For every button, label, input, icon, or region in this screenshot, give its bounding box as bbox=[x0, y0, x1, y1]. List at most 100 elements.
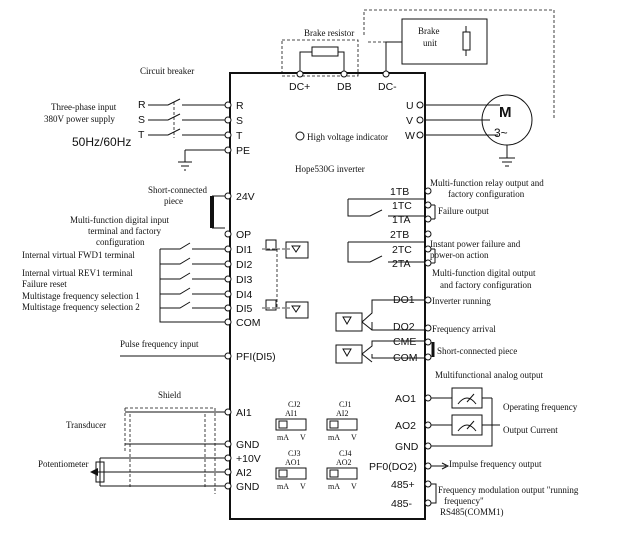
failure-reset-label: Failure reset bbox=[22, 279, 67, 289]
terminal-gnd-1: GND bbox=[236, 439, 260, 451]
three-phase-label-1: Three-phase input bbox=[51, 102, 117, 112]
motor-phase: 3~ bbox=[494, 126, 508, 140]
high-voltage-icon bbox=[295, 131, 305, 141]
terminal-cme: CME bbox=[393, 336, 416, 348]
jumper-cj1 bbox=[326, 418, 358, 431]
circuit-breaker-label: Circuit breaker bbox=[140, 66, 194, 76]
relay-2 bbox=[347, 241, 425, 263]
terminal-v: V bbox=[406, 115, 413, 127]
terminal-gnd-right: GND bbox=[395, 441, 419, 453]
jumper-cj2 bbox=[275, 418, 307, 431]
short-connected-right-label: Short-connected piece bbox=[437, 346, 517, 356]
terminal-dc-plus: DC+ bbox=[289, 81, 310, 93]
terminal-w: W bbox=[405, 130, 415, 142]
msf2-label: Multistage frequency selection 2 bbox=[22, 302, 140, 312]
digital-out-label-1: Multi-function digital output bbox=[432, 268, 536, 278]
three-phase-label-2: 380V power supply bbox=[44, 114, 115, 124]
hv-indicator-label: High voltage indicator bbox=[307, 132, 388, 142]
pulse-input-label: Pulse frequency input bbox=[120, 339, 199, 349]
brake-unit-label-2: unit bbox=[423, 38, 438, 48]
motor-m: M bbox=[499, 104, 512, 121]
inverter-name: Hope530G inverter bbox=[295, 164, 365, 174]
brake-unit-label-1: Brake bbox=[418, 26, 440, 36]
terminal-u: U bbox=[406, 100, 414, 112]
potentiometer-arrow-icon bbox=[90, 468, 98, 476]
instant-label-1: Instant power failure and bbox=[430, 239, 521, 249]
potentiometer-symbol bbox=[95, 461, 105, 483]
terminal-r: R bbox=[236, 100, 244, 112]
terminal-10v: +10V bbox=[236, 453, 261, 465]
cj3-label: CJ3 bbox=[288, 449, 300, 458]
optocoupler-do2 bbox=[335, 344, 363, 364]
terminal-di1: DI1 bbox=[236, 244, 253, 256]
fwd1-label: Internal virtual FWD1 terminal bbox=[22, 250, 135, 260]
terminal-485-plus: 485+ bbox=[391, 479, 415, 491]
cj2-label: CJ2 bbox=[288, 400, 300, 409]
terminal-pf0: PF0(DO2) bbox=[369, 461, 417, 473]
relay-1 bbox=[347, 198, 425, 217]
terminal-pfi: PFI(DI5) bbox=[236, 351, 276, 363]
terminal-do2: DO2 bbox=[393, 321, 415, 333]
output-current-label: Output Current bbox=[503, 425, 558, 435]
optocoupler-di5 bbox=[285, 301, 309, 319]
cj2-sig: AI1 bbox=[285, 409, 297, 418]
cj2-ma: mA bbox=[277, 433, 289, 442]
terminal-t: T bbox=[236, 130, 243, 142]
pf0-arrow-icon bbox=[441, 462, 450, 470]
cj2-v: V bbox=[300, 433, 306, 442]
phase-r: R bbox=[138, 99, 146, 111]
frequency-label: 50Hz/60Hz bbox=[72, 135, 131, 149]
inverter-running-label: Inverter running bbox=[432, 296, 491, 306]
terminal-1tc: 1TC bbox=[392, 200, 412, 212]
multi-input-label-1: Multi-function digital input bbox=[70, 215, 169, 225]
meter-output-current bbox=[451, 414, 483, 436]
phase-t: T bbox=[138, 129, 145, 141]
terminal-ai1: AI1 bbox=[236, 407, 252, 419]
terminal-gnd-2: GND bbox=[236, 481, 260, 493]
terminal-2ta: 2TA bbox=[392, 258, 410, 270]
frequency-arrival-label: Frequency arrival bbox=[432, 324, 496, 334]
relay-label-1: Multi-function relay output and bbox=[430, 178, 544, 188]
ground-symbol-pe bbox=[178, 149, 225, 171]
rs485-label: RS485(COMM1) bbox=[440, 507, 504, 517]
multi-input-label-2: terminal and factory bbox=[88, 226, 161, 236]
cj1-sig: AI2 bbox=[336, 409, 348, 418]
freq-mod-label-2: frequency" bbox=[444, 496, 484, 506]
digital-out-label-2: and factory configuration bbox=[440, 280, 532, 290]
optocoupler-di1 bbox=[285, 241, 309, 259]
meter-operating-frequency bbox=[451, 387, 483, 409]
terminal-1tb: 1TB bbox=[390, 186, 409, 198]
terminal-2tb: 2TB bbox=[390, 229, 409, 241]
terminal-ao2: AO2 bbox=[395, 420, 416, 432]
terminal-s: S bbox=[236, 115, 243, 127]
terminal-di3: DI3 bbox=[236, 274, 253, 286]
terminal-2tc: 2TC bbox=[392, 244, 412, 256]
instant-label-2: power-on action bbox=[430, 250, 489, 260]
terminal-1ta: 1TA bbox=[392, 214, 410, 226]
cj4-sig: AO2 bbox=[336, 458, 352, 467]
phase-s: S bbox=[138, 114, 145, 126]
terminal-di2: DI2 bbox=[236, 259, 253, 271]
brake-unit-box bbox=[401, 18, 488, 65]
motor-ground-icon bbox=[499, 145, 515, 167]
terminal-ao1: AO1 bbox=[395, 393, 416, 405]
cj3-v: V bbox=[300, 482, 306, 491]
analog-output-label: Multifunctional analog output bbox=[435, 370, 543, 380]
short-connected-label-1: Short-connected bbox=[148, 185, 207, 195]
operating-frequency-label: Operating frequency bbox=[503, 402, 578, 412]
msf1-label: Multistage frequency selection 1 bbox=[22, 291, 140, 301]
cj1-v: V bbox=[351, 433, 357, 442]
resistor-symbol bbox=[311, 46, 339, 57]
terminal-ai2: AI2 bbox=[236, 467, 252, 479]
cj3-ma: mA bbox=[277, 482, 289, 491]
multi-input-label-3: configuration bbox=[96, 237, 145, 247]
cj4-ma: mA bbox=[328, 482, 340, 491]
cj4-label: CJ4 bbox=[339, 449, 351, 458]
terminal-485-minus: 485- bbox=[391, 498, 413, 510]
impulse-output-label: Impulse frequency output bbox=[449, 459, 542, 469]
short-connected-label-2: piece bbox=[164, 196, 183, 206]
terminal-di5: DI5 bbox=[236, 303, 253, 315]
cj1-label: CJ1 bbox=[339, 400, 351, 409]
cj4-v: V bbox=[351, 482, 357, 491]
